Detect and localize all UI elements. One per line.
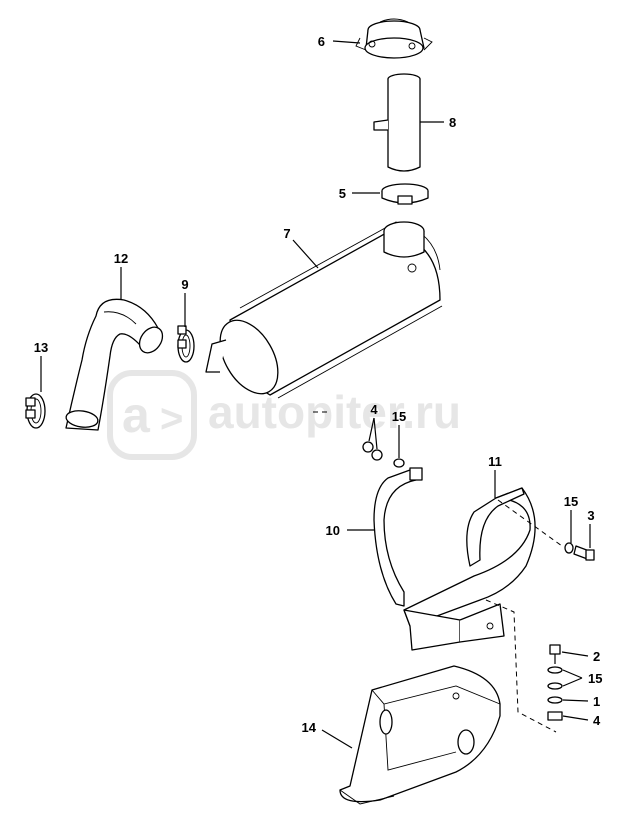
callout-15-right: 15: [564, 494, 578, 509]
callout-1: 1: [593, 694, 600, 709]
callout-15-lower: 15: [588, 671, 602, 686]
part-15-washer-right: [564, 542, 574, 554]
callout-4-lower: 4: [593, 713, 601, 728]
part-10-strap: [373, 467, 423, 607]
part-11-bracket: [403, 487, 536, 651]
callout-7: 7: [283, 226, 290, 241]
callout-11: 11: [488, 454, 502, 469]
part-14-support: [339, 665, 501, 805]
callout-10: 10: [326, 523, 340, 538]
callout-8: 8: [449, 115, 456, 130]
part-15-washer-lower: [547, 666, 563, 690]
callout-9: 9: [181, 277, 188, 292]
callout-12: 12: [114, 251, 128, 266]
callout-15-upper: 15: [392, 409, 406, 424]
part-8-pipe: [373, 73, 421, 172]
svg-text:a: a: [122, 387, 151, 443]
part-4-nut-upper: [362, 441, 383, 461]
part-3-bolt: [573, 545, 595, 561]
callout-13: 13: [34, 340, 48, 355]
callout-14: 14: [302, 720, 317, 735]
part-2-bolt: [549, 644, 561, 664]
part-13-clamp: [25, 393, 46, 429]
part-7-muffler: [205, 221, 443, 399]
svg-text:>: >: [160, 397, 183, 441]
part-1-washer: [547, 696, 563, 704]
callout-6: 6: [318, 34, 325, 49]
watermark-text: autopiter.ru: [208, 386, 461, 438]
watermark: a > autopiter.ru: [107, 370, 461, 460]
part-5-band-clamp: [381, 183, 429, 205]
callout-3: 3: [587, 508, 594, 523]
part-4-nut-lower: [547, 711, 563, 721]
callout-2: 2: [593, 649, 600, 664]
part-12-elbow-pipe: [65, 298, 164, 431]
part-6-rain-cap: [355, 18, 433, 59]
callout-5: 5: [339, 186, 346, 201]
callout-4-upper: 4: [370, 402, 378, 417]
part-9-clamp: [177, 325, 195, 363]
part-15-washer-upper: [393, 458, 405, 468]
